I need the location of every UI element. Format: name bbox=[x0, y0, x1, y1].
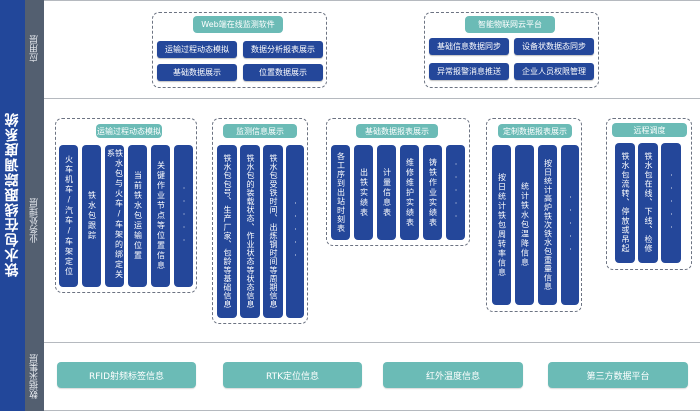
biz-group-frame bbox=[55, 118, 197, 293]
biz-column-text: 计量信息表 bbox=[382, 167, 392, 218]
ellipsis-icon: ····· bbox=[566, 192, 575, 258]
biz-column[interactable]: 铁水包跟踪 bbox=[82, 145, 101, 287]
biz-column[interactable]: 按日统计高炉铁次铁水包重量信息 bbox=[538, 145, 557, 305]
app-item-transport-sim[interactable]: 运输过程动态模拟 bbox=[157, 41, 237, 58]
biz-group-frame bbox=[212, 118, 308, 324]
biz-column-more[interactable]: ····· bbox=[661, 143, 681, 263]
biz-column[interactable]: 铸铁作业实绩表 bbox=[423, 145, 442, 240]
biz-column[interactable]: 铁水包流转、停放或吊起 bbox=[615, 143, 635, 263]
biz-column[interactable]: 各工序到出站时刻表 bbox=[331, 145, 350, 240]
biz-group-title: 定制数据报表展示 bbox=[498, 124, 572, 138]
app-group-title: Web端在线监测软件 bbox=[193, 16, 283, 33]
biz-group-title: 运输过程动态模拟 bbox=[96, 124, 162, 138]
biz-column-text: 按日统计高炉铁次铁水包重量信息 bbox=[543, 159, 553, 291]
biz-column-text: 维修维护实绩表 bbox=[405, 157, 415, 228]
app-item-basic-data[interactable]: 基础数据展示 bbox=[157, 64, 237, 81]
biz-column-text: 火车机车/汽车/车架定位 bbox=[64, 155, 74, 277]
biz-column-text: 铁水包流转、停放或吊起 bbox=[621, 152, 630, 254]
biz-column-text: 铸铁作业实绩表 bbox=[428, 157, 438, 228]
biz-column[interactable]: 火车机车/汽车/车架定位 bbox=[59, 145, 78, 287]
biz-column-text: 统计铁水包温降信息 bbox=[520, 182, 530, 268]
data-source-rfid[interactable]: RFID射频标签信息 bbox=[57, 362, 196, 388]
biz-group-frame bbox=[486, 118, 582, 312]
biz-column-text: 铁水包包号、生产厂家、包龄等基础信息 bbox=[223, 154, 232, 309]
ellipsis-icon: ····· bbox=[291, 199, 300, 264]
app-group-frame bbox=[152, 12, 327, 88]
biz-group-frame bbox=[326, 118, 470, 246]
biz-column-text: 铁水包与火车/车架的绑定关系 bbox=[106, 149, 124, 280]
app-group-frame bbox=[424, 12, 599, 88]
ellipsis-icon: ····· bbox=[451, 160, 461, 225]
biz-column[interactable]: 铁水包与火车/车架的绑定关系 bbox=[105, 145, 124, 287]
app-item-position-data[interactable]: 位置数据展示 bbox=[243, 64, 323, 81]
biz-column-text: 出铁实绩表 bbox=[359, 167, 369, 218]
ellipsis-icon: ····· bbox=[667, 170, 676, 236]
biz-column[interactable]: 维修维护实绩表 bbox=[400, 145, 419, 240]
layer-column bbox=[25, 0, 44, 411]
app-item-permission[interactable]: 企业人员权限管理 bbox=[514, 63, 594, 80]
biz-column-text: 铁水包的装载状态、作业状态等状态信息 bbox=[246, 154, 255, 309]
app-item-device-sync[interactable]: 设备状数据态同步 bbox=[514, 38, 594, 55]
data-source-infrared[interactable]: 红外温度信息 bbox=[383, 362, 523, 388]
biz-column-text: 铁水包跟踪 bbox=[87, 191, 97, 241]
biz-column[interactable]: 计量信息表 bbox=[377, 145, 396, 240]
biz-column-more[interactable]: ····· bbox=[446, 145, 465, 240]
biz-column-text: 当前铁水包运输位置 bbox=[133, 171, 143, 261]
biz-column-more[interactable]: ····· bbox=[174, 145, 193, 287]
biz-column-text: 关键作业节点等位置信息 bbox=[156, 161, 166, 271]
biz-column[interactable]: 铁水包的装载状态、作业状态等状态信息 bbox=[240, 145, 260, 318]
biz-column-more[interactable]: ····· bbox=[561, 145, 579, 305]
biz-group-title: 远程调度 bbox=[612, 123, 687, 137]
app-group-title: 智能物联网云平台 bbox=[465, 16, 555, 33]
biz-column[interactable]: 统计铁水包温降信息 bbox=[515, 145, 534, 305]
biz-column[interactable]: 出铁实绩表 bbox=[354, 145, 373, 240]
biz-column-text: 铁水包在线、下线、检修 bbox=[644, 152, 653, 254]
biz-column-text: 铁水包受铁时间、出炼钢时间等周期信息 bbox=[269, 154, 278, 309]
biz-group-title: 基础数据报表展示 bbox=[356, 124, 438, 138]
app-item-report-display[interactable]: 数据分析报表展示 bbox=[243, 41, 323, 58]
biz-column[interactable]: 铁水包受铁时间、出炼钢时间等周期信息 bbox=[263, 145, 283, 318]
biz-column[interactable]: 当前铁水包运输位置 bbox=[128, 145, 147, 287]
system-title-bar bbox=[0, 0, 25, 411]
layer-label-application: 应用层 bbox=[30, 35, 40, 63]
biz-column[interactable]: 关键作业节点等位置信息 bbox=[151, 145, 170, 287]
biz-group-frame bbox=[606, 118, 692, 270]
data-source-third-party[interactable]: 第三方数据平台 bbox=[548, 362, 688, 388]
biz-column[interactable]: 按日统计铁包周转率信息 bbox=[492, 145, 511, 305]
app-item-basic-sync[interactable]: 基础信息数据同步 bbox=[429, 38, 509, 55]
layer-label-data-collection: 数据采集层 bbox=[30, 354, 40, 400]
app-item-alarm-push[interactable]: 异常报警消息推送 bbox=[429, 63, 509, 80]
ellipsis-icon: ····· bbox=[179, 183, 189, 249]
biz-column[interactable]: 铁水包在线、下线、检修 bbox=[638, 143, 658, 263]
divider-business-data bbox=[44, 342, 700, 343]
biz-group-title: 监测信息展示 bbox=[223, 124, 297, 138]
divider-application-business bbox=[44, 98, 700, 99]
data-source-rtk[interactable]: RTK定位信息 bbox=[223, 362, 362, 388]
biz-column-text: 各工序到出站时刻表 bbox=[336, 152, 346, 233]
biz-column-more[interactable]: ····· bbox=[286, 145, 304, 318]
biz-column-text: 按日统计铁包周转率信息 bbox=[497, 172, 507, 278]
system-title: 铁水包在线跟踪调度系统 bbox=[4, 112, 21, 278]
layer-label-business: 业务处理层 bbox=[30, 198, 40, 243]
divider-top bbox=[44, 0, 700, 1]
biz-column[interactable]: 铁水包包号、生产厂家、包龄等基础信息 bbox=[217, 145, 237, 318]
